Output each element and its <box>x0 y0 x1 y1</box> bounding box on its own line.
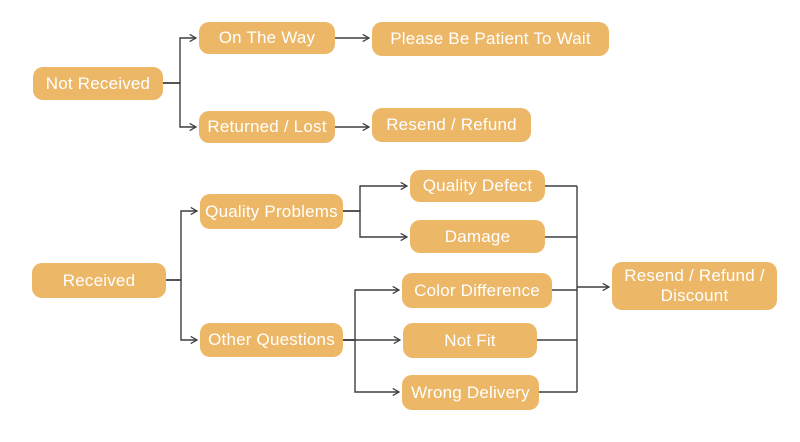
edge-quality-problems-to-damage <box>343 210 409 242</box>
node-damage: Damage <box>410 220 545 253</box>
node-resend-refund: Resend / Refund <box>372 108 531 142</box>
node-color-difference: Color Difference <box>402 273 552 308</box>
edge-other-questions-to-color-difference <box>343 285 401 341</box>
node-received: Received <box>32 263 166 298</box>
edge-received-to-other-questions <box>166 279 199 345</box>
node-on-the-way: On The Way <box>199 22 335 54</box>
node-other-questions: Other Questions <box>200 323 343 357</box>
edge-other-questions-to-wrong-delivery <box>343 339 401 397</box>
node-not-received: Not Received <box>33 67 163 100</box>
edge-received-to-quality-problems <box>166 206 199 281</box>
node-quality-defect: Quality Defect <box>410 170 545 202</box>
edge-not-received-to-returned-lost <box>163 82 198 132</box>
node-quality-problems: Quality Problems <box>200 194 343 229</box>
node-wrong-delivery: Wrong Delivery <box>402 375 539 410</box>
edge-not-received-to-on-the-way <box>163 33 198 84</box>
edge-quality-problems-to-quality-defect <box>343 181 409 212</box>
node-not-fit: Not Fit <box>403 323 537 358</box>
node-returned-lost: Returned / Lost <box>199 111 335 143</box>
node-please-be-patient: Please Be Patient To Wait <box>372 22 609 56</box>
node-resend-refund-discount: Resend / Refund / Discount <box>612 262 777 310</box>
